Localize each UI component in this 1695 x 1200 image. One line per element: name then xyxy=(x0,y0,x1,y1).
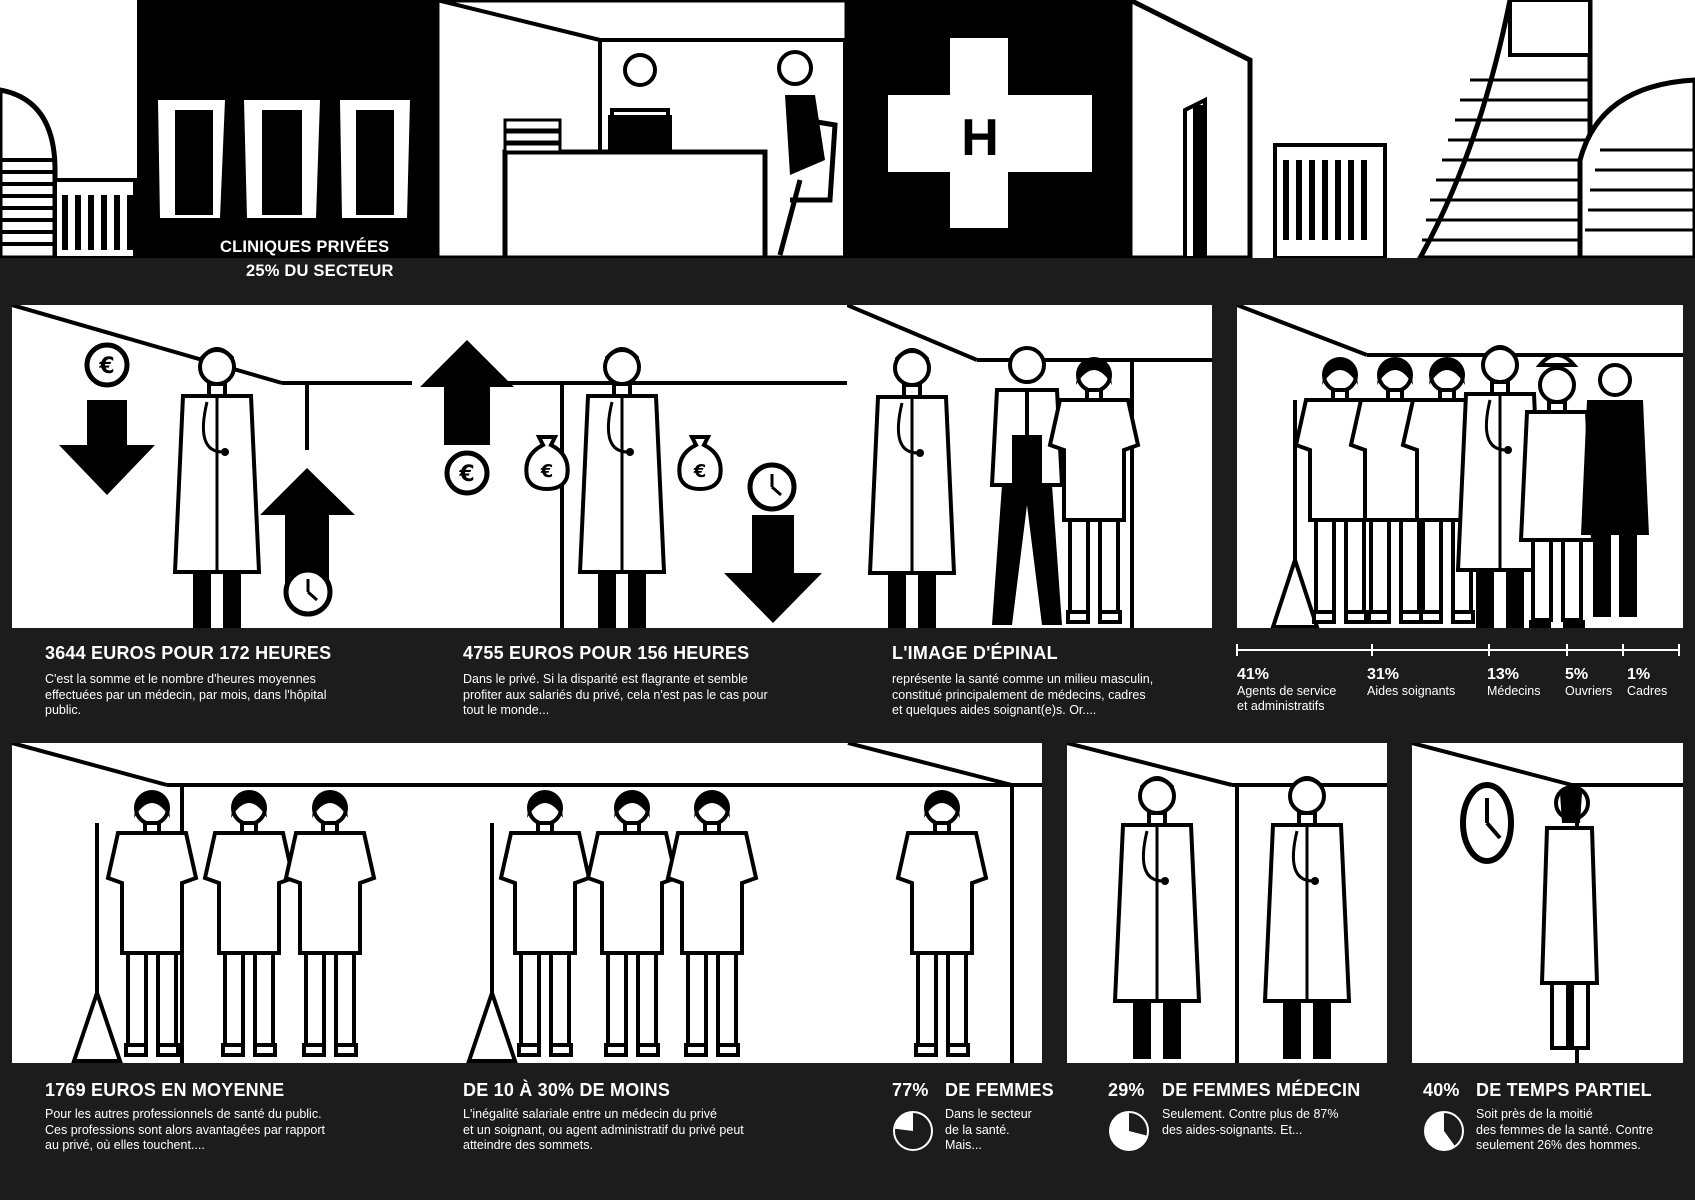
arrow-up-icon xyxy=(420,340,514,445)
panel-public-doctor xyxy=(12,305,847,628)
top-banner: H xyxy=(0,0,1695,258)
pie-chart-women-doctors xyxy=(1109,1111,1149,1151)
caption-body-pay-gap: L'inégalité salariale entre un médecin d… xyxy=(463,1107,744,1152)
pie-outline xyxy=(893,1111,933,1151)
pie-title-part-time: DE TEMPS PARTIEL xyxy=(1476,1080,1652,1100)
panel-other-professions xyxy=(12,743,1042,1063)
euro-coin-icon xyxy=(87,345,127,385)
stat-medecins: 13% Médecins xyxy=(1487,666,1541,698)
caption-body-other-professions: Pour les autres professionnels de santé … xyxy=(45,1107,326,1152)
money-bag-icon xyxy=(677,435,723,491)
stat-aides: 31% Aides soignants xyxy=(1367,666,1456,698)
pie-outline xyxy=(1109,1111,1149,1151)
pie-chart-part-time xyxy=(1424,1111,1464,1151)
workforce-scale xyxy=(1236,644,1680,656)
caption-title-private-doctor: 4755 EUROS POUR 156 HEURES xyxy=(463,643,750,663)
caption-title-pay-gap: DE 10 À 30% DE MOINS xyxy=(463,1080,671,1100)
wall-clock-icon xyxy=(1460,782,1514,864)
pie-slice xyxy=(1129,1112,1148,1136)
pie-chart-women xyxy=(893,1111,933,1151)
arrow-down-icon xyxy=(59,400,155,495)
pie-body-women-doctors: Seulement. Contre plus de 87%des aides-s… xyxy=(1162,1107,1339,1137)
pie-slice xyxy=(894,1112,932,1150)
euro-coin-icon xyxy=(447,453,487,493)
caption-body-private-doctor: Dans le privé. Si la disparité est flagr… xyxy=(463,672,768,717)
pie-outline xyxy=(1424,1111,1464,1151)
panel-women-doctors xyxy=(1067,743,1387,1063)
caption-title-public-doctor: 3644 EUROS POUR 172 HEURES xyxy=(45,643,332,663)
clock-icon xyxy=(286,570,330,614)
arrow-up-icon xyxy=(260,468,355,595)
arrow-down-icon xyxy=(724,515,822,623)
stat-ouvriers: 5% Ouvriers xyxy=(1565,666,1613,698)
caption-title-epinal: L'IMAGE D'ÉPINAL xyxy=(892,643,1058,663)
pie-pct-women-doctors: 29% xyxy=(1108,1080,1145,1100)
panel-workforce xyxy=(1237,305,1683,628)
clock-icon xyxy=(750,465,794,509)
caption-body-epinal: représente la santé comme un milieu masc… xyxy=(892,672,1154,717)
stat-cadres: 1% Cadres xyxy=(1627,666,1668,698)
clinic-label-line2: 25% DU SECTEUR xyxy=(246,262,394,280)
pie-title-women-doctors: DE FEMMES MÉDECIN xyxy=(1162,1080,1361,1100)
hospital-sign: H xyxy=(961,109,999,167)
pie-slice xyxy=(1444,1112,1463,1147)
clinic-label-line1: CLINIQUES PRIVÉES xyxy=(220,238,390,256)
pie-pct-part-time: 40% xyxy=(1423,1080,1460,1100)
pie-pct-women: 77% xyxy=(892,1080,929,1100)
caption-title-other-professions: 1769 EUROS EN MOYENNE xyxy=(45,1080,285,1100)
panel-epinal xyxy=(847,305,1212,628)
pie-title-women: DE FEMMES xyxy=(945,1080,1054,1100)
panel-part-time xyxy=(1412,743,1683,1063)
caption-body-public-doctor: C'est la somme et le nombre d'heures moy… xyxy=(45,672,327,717)
